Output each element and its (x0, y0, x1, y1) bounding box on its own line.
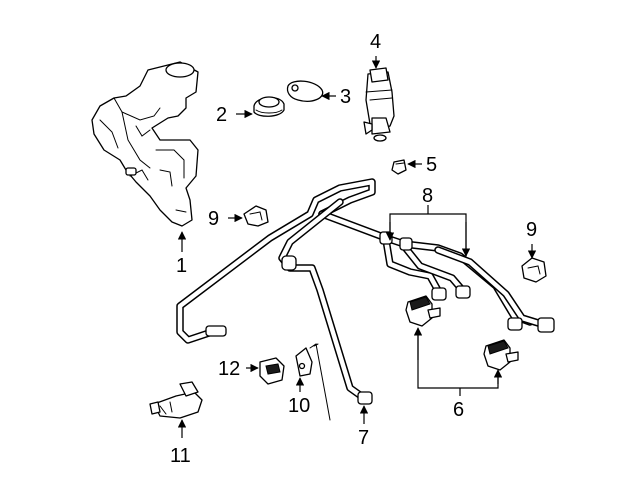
callout-8: 8 (422, 185, 433, 207)
nozzle-lower (483, 339, 519, 371)
washer-reservoir (91, 61, 199, 227)
check-valve (149, 381, 203, 419)
washer-pump (363, 67, 395, 142)
filter-fitting (391, 159, 407, 175)
callout-9-left: 9 (208, 208, 219, 230)
nozzle-upper (405, 295, 441, 327)
clip-right (521, 257, 547, 283)
callout-4: 4 (370, 31, 381, 53)
callout-5: 5 (426, 154, 437, 176)
grommet-part (253, 96, 285, 117)
leader-lines (177, 56, 537, 438)
clip-left (243, 205, 269, 227)
callout-11: 11 (170, 445, 191, 467)
callout-1: 1 (176, 255, 187, 277)
callout-2: 2 (216, 104, 227, 126)
callout-6: 6 (453, 399, 464, 421)
connector-part (259, 357, 285, 385)
callout-7: 7 (358, 427, 369, 449)
callout-3: 3 (340, 86, 351, 108)
seal-part (286, 80, 324, 102)
callout-12: 12 (218, 358, 240, 380)
callout-10: 10 (288, 395, 310, 417)
bracket-part (295, 343, 331, 421)
callout-9-right: 9 (526, 219, 537, 241)
